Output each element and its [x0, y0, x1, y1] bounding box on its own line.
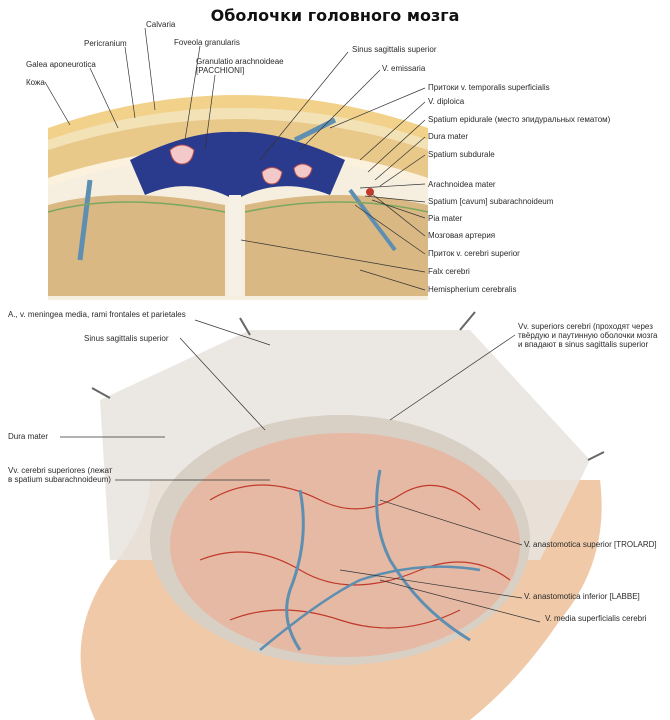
label-media-superficialis: V. media superficialis cerebri: [545, 614, 647, 623]
skin-layer: [48, 95, 428, 140]
label-anastomotica-inferior: V. anastomotica inferior [LABBE]: [524, 592, 640, 601]
label-pia-mater: Pia mater: [428, 214, 463, 223]
label-dura-mater-top: Dura mater: [428, 132, 469, 141]
label-sinus-sagittalis-bottom: Sinus sagittalis superior: [84, 334, 169, 343]
cross-section-illustration: [47, 95, 429, 300]
head-illustration: [80, 311, 605, 720]
bone-layer: [48, 119, 428, 178]
label-anastomotica-superior: V. anastomotica superior [TROLARD]: [524, 540, 657, 549]
label-vv-superiors-cerebri: Vv. superiors cerebri (проходят через тв…: [518, 322, 658, 349]
label-spatium-subdurale: Spatium subdurale: [428, 150, 495, 159]
leader-lines: [44, 27, 541, 623]
label-arachnoidea: Arachnoidea mater: [428, 180, 496, 189]
label-pericranium: Pericranium: [84, 39, 127, 48]
falx-cerebri: [229, 195, 241, 296]
label-v-diploica: V. diploica: [428, 97, 465, 106]
label-calvaria: Calvaria: [146, 20, 176, 29]
label-galea: Galea aponeurotica: [26, 60, 96, 69]
label-pritok-cerebri: Приток v. cerebri superior: [428, 249, 520, 258]
label-v-emissaria: V. emissaria: [382, 64, 426, 73]
label-mozgovaya-arteriya: Мозговая артерия: [428, 231, 496, 240]
label-vv-cerebri-superiores: Vv. cerebri superiores (лежат в spatium …: [8, 466, 113, 484]
hemisphere-right: [245, 195, 428, 296]
brain-surface: [170, 433, 520, 657]
label-pritoki-temporalis: Притоки v. temporalis superficialis: [428, 83, 550, 92]
label-spatium-subarachnoideum: Spatium [cavum] subarachnoideum: [428, 197, 554, 206]
label-falx-cerebri: Falx cerebri: [428, 267, 470, 276]
label-dura-mater-bottom: Dura mater: [8, 432, 49, 441]
label-granulatio: Granulatio arachnoideae [PACCHIONI]: [196, 57, 284, 75]
label-sinus-sagittalis-top: Sinus sagittalis superior: [352, 45, 437, 54]
label-spatium-epidurale: Spatium epidurale (место эпидуральных ге…: [428, 115, 611, 124]
label-foveola: Foveola granularis: [174, 38, 240, 47]
label-meningea-media: A., v. meningea media, rami frontales et…: [8, 310, 186, 319]
label-hemispherium: Hemispherium cerebralis: [428, 285, 517, 294]
page-title: Оболочки головного мозга: [210, 6, 460, 25]
label-kozha: Кожа: [26, 78, 45, 87]
vein-anastomotica: [375, 469, 471, 642]
hemisphere-left: [48, 195, 225, 296]
